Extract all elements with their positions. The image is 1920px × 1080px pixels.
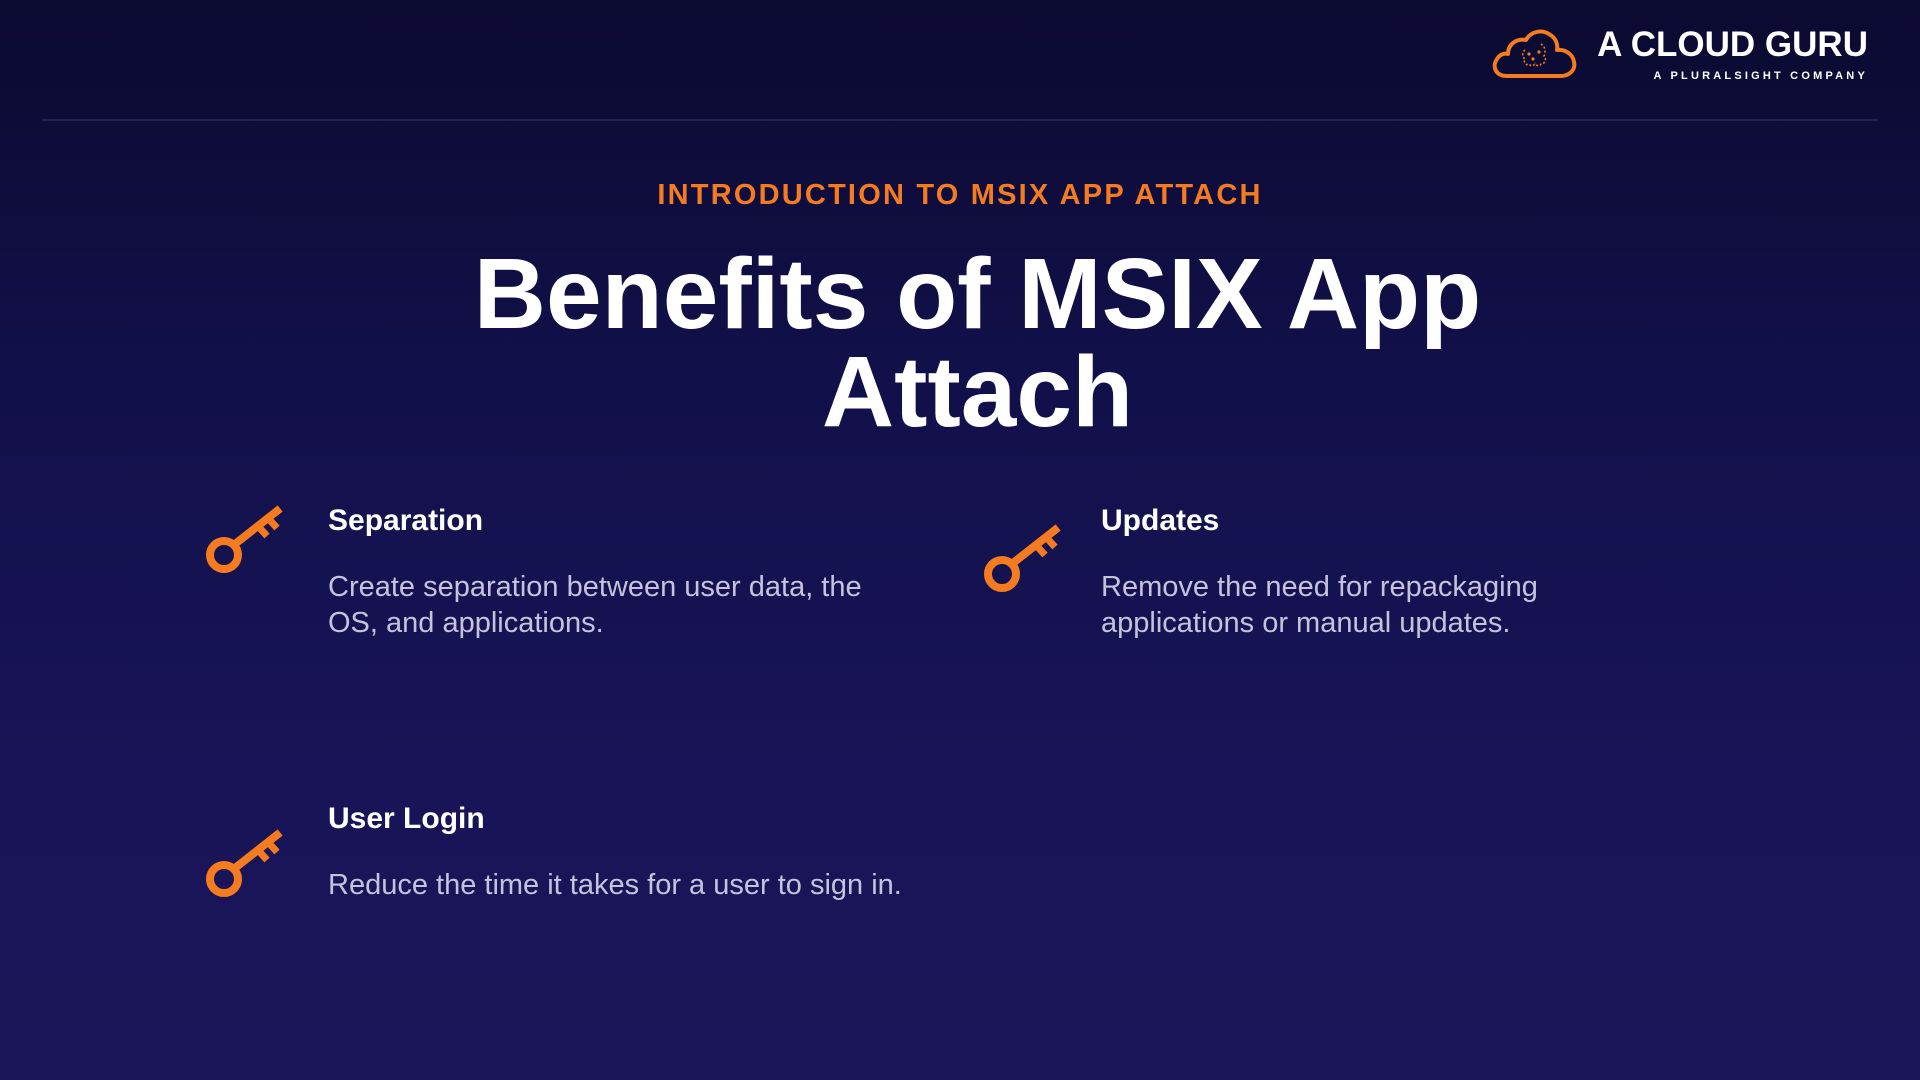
feature-heading: Separation xyxy=(328,504,484,537)
slide-title: Benefits of MSIX App Attach xyxy=(473,238,1482,448)
feature-description: Remove the need for repackaging applicat… xyxy=(1101,571,1538,639)
slide-kicker: INTRODUCTION TO MSIX APP ATTACH xyxy=(657,179,1263,211)
header-divider xyxy=(42,119,1878,121)
brand-tagline: A PLURALSIGHT COMPANY xyxy=(1653,69,1868,82)
feature-description: Reduce the time it takes for a user to s… xyxy=(328,869,902,901)
key-icon xyxy=(206,505,283,573)
feature-heading: Updates xyxy=(1101,504,1220,537)
brand-name: A CLOUD GURU xyxy=(1597,24,1868,64)
feature-description: Create separation between user data, the… xyxy=(328,571,862,639)
key-icon xyxy=(984,524,1061,592)
feature-heading: User Login xyxy=(328,802,485,835)
brand-logo: A CLOUD GURU A PLURALSIGHT COMPANY xyxy=(1489,26,1868,82)
key-icon xyxy=(206,829,283,897)
cloud-brain-icon xyxy=(1492,29,1577,78)
